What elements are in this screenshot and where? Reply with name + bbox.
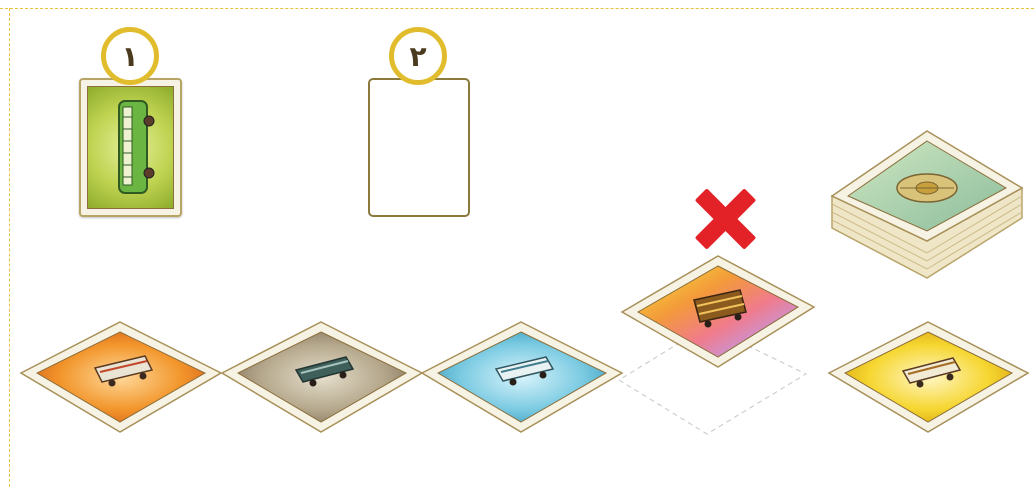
draw-deck[interactable] xyxy=(832,131,1022,278)
row-card-blue[interactable] xyxy=(422,322,622,432)
discarded-card-rainbow[interactable] xyxy=(622,256,814,367)
row-card-brown[interactable] xyxy=(222,322,422,432)
row-card-orange[interactable] xyxy=(21,322,221,432)
map-back-icon xyxy=(897,174,957,202)
discard-cross-icon xyxy=(694,188,756,250)
row-card-yellow[interactable] xyxy=(829,322,1028,432)
